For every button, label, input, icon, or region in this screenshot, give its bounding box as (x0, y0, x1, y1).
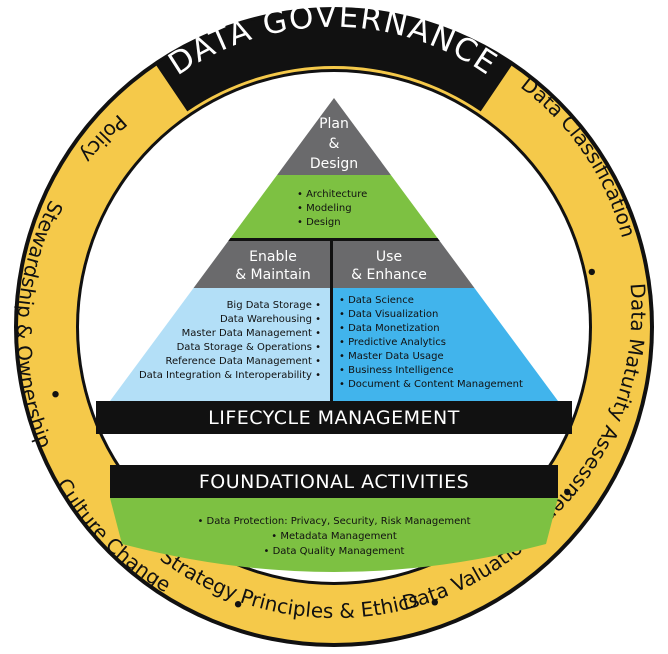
enhance-label: & Enhance (351, 267, 427, 283)
maintain-label: & Maintain (235, 267, 311, 283)
enable-item: Big Data Storage • (227, 300, 321, 311)
separator-dot (234, 601, 242, 608)
plan-item: • Design (297, 217, 341, 228)
enable-label: Enable (249, 249, 297, 265)
lifecycle-label: LIFECYCLE MANAGEMENT (208, 407, 460, 429)
foundation-body (110, 498, 558, 572)
enable-item: Master Data Management • (182, 328, 321, 339)
plan-item: • Modeling (297, 203, 352, 214)
separator-dot (588, 268, 595, 276)
use-item: • Document & Content Management (339, 379, 523, 390)
enable-item: Data Integration & Interoperability • (139, 370, 321, 381)
foundation-item: • Data Protection: Privacy, Security, Ri… (197, 516, 470, 527)
separator-dot (431, 599, 438, 606)
separator-dot (52, 391, 59, 398)
divider (110, 238, 558, 241)
enable-item: Data Warehousing • (220, 314, 321, 325)
use-item: • Data Science (339, 295, 414, 306)
use-label: Use (376, 249, 402, 265)
lifecycle-band (96, 401, 572, 434)
foundation-item: • Data Quality Management (264, 546, 405, 557)
title-band (155, 9, 513, 112)
separator-dot (564, 488, 571, 496)
use-item: • Data Monetization (339, 323, 440, 334)
use-item: • Business Intelligence (339, 365, 454, 376)
foundation-title: FOUNDATIONAL ACTIVITIES (199, 471, 469, 493)
divider (330, 238, 333, 401)
design-label: Design (310, 156, 358, 172)
foundation-band (110, 465, 558, 498)
plan-label: Plan (319, 116, 349, 132)
use-item: • Master Data Usage (339, 351, 444, 362)
use-item: • Data Visualization (339, 309, 438, 320)
plan-ampersand: & (329, 136, 340, 152)
foundation-item: • Metadata Management (271, 531, 397, 542)
use-item: • Predictive Analytics (339, 337, 446, 348)
enable-item: Data Storage & Operations • (177, 342, 321, 353)
plan-item: • Architecture (297, 189, 367, 200)
enable-item: Reference Data Management • (165, 356, 321, 367)
